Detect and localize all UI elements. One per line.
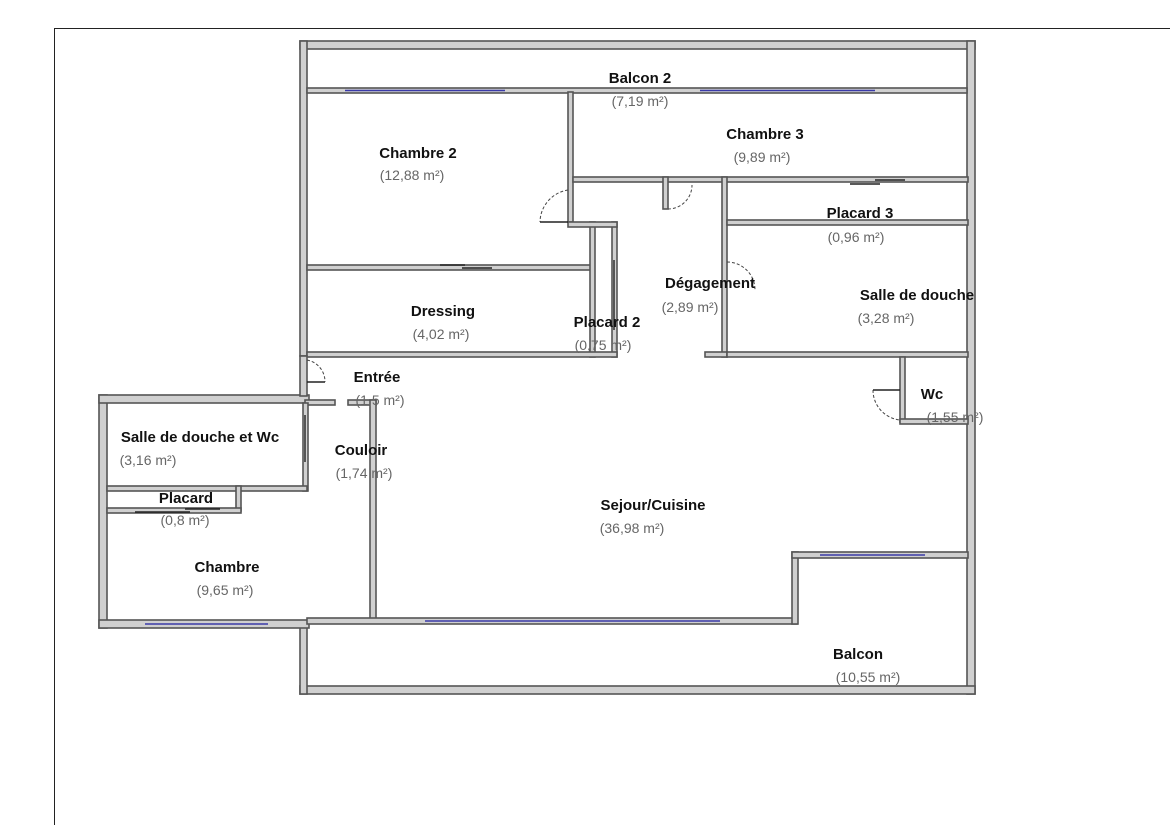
room-label-couloir: Couloir (1,74 m²) [335,442,393,481]
room-label-chambre-2: Chambre 2 (12,88 m²) [379,145,457,183]
room-area: (10,55 m²) [836,669,901,685]
room-name: Chambre 3 [726,126,804,143]
room-name: Wc [921,386,944,403]
room-label-sejour-cuisine: Sejour/Cuisine (36,98 m²) [600,497,706,536]
room-label-placard-2: Placard 2 (0,75 m²) [574,314,641,353]
room-name: Placard [159,490,213,507]
room-area: (0,96 m²) [828,229,885,245]
room-area: (36,98 m²) [600,520,665,536]
room-label-balcon-2: Balcon 2 (7,19 m²) [609,70,672,109]
room-label-placard: Placard (0,8 m²) [159,490,213,528]
room-area: (9,65 m²) [197,582,254,598]
room-name: Sejour/Cuisine [600,497,705,514]
room-name: Placard 3 [827,205,894,222]
room-name: Dressing [411,303,475,320]
doors [135,179,905,513]
room-area: (12,88 m²) [380,167,445,183]
room-area: (1,74 m²) [336,465,393,481]
room-area: (1,5 m²) [356,392,405,408]
room-area: (4,02 m²) [413,326,470,342]
room-label-dressing: Dressing (4,02 m²) [411,303,475,342]
room-area: (2,89 m²) [662,299,719,315]
inner-walls [106,87,969,625]
windows [145,89,925,625]
room-name: Couloir [335,442,388,459]
room-label-salle-de-douche: Salle de douche (3,28 m²) [858,287,975,326]
room-area: (9,89 m²) [734,149,791,165]
room-label-chambre-3: Chambre 3 (9,89 m²) [726,126,804,165]
room-name: Entrée [354,369,401,386]
room-label-wc: Wc (1,55 m²) [921,386,984,425]
room-label-balcon: Balcon (10,55 m²) [833,646,900,685]
room-name: Chambre [194,559,259,576]
room-name: Placard 2 [574,314,641,331]
room-label-degagement: Dégagement (2,89 m²) [662,275,755,315]
room-name: Balcon 2 [609,70,672,87]
room-name: Salle de douche et Wc [121,429,279,446]
room-name: Balcon [833,646,883,663]
room-area: (1,55 m²) [927,409,984,425]
room-area: (3,28 m²) [858,310,915,326]
room-area: (3,16 m²) [120,452,177,468]
room-area: (7,19 m²) [612,93,669,109]
room-name: Dégagement [665,275,755,292]
room-label-chambre: Chambre (9,65 m²) [194,559,259,598]
room-name: Salle de douche [860,287,974,304]
room-area: (0,75 m²) [575,337,632,353]
room-name: Chambre 2 [379,145,457,162]
room-label-entree: Entrée (1,5 m²) [354,369,405,408]
room-area: (0,8 m²) [161,512,210,528]
room-label-salle-de-douche-et-wc: Salle de douche et Wc (3,16 m²) [120,429,280,468]
page-frame [54,28,1170,825]
room-label-placard-3: Placard 3 (0,96 m²) [827,205,894,245]
